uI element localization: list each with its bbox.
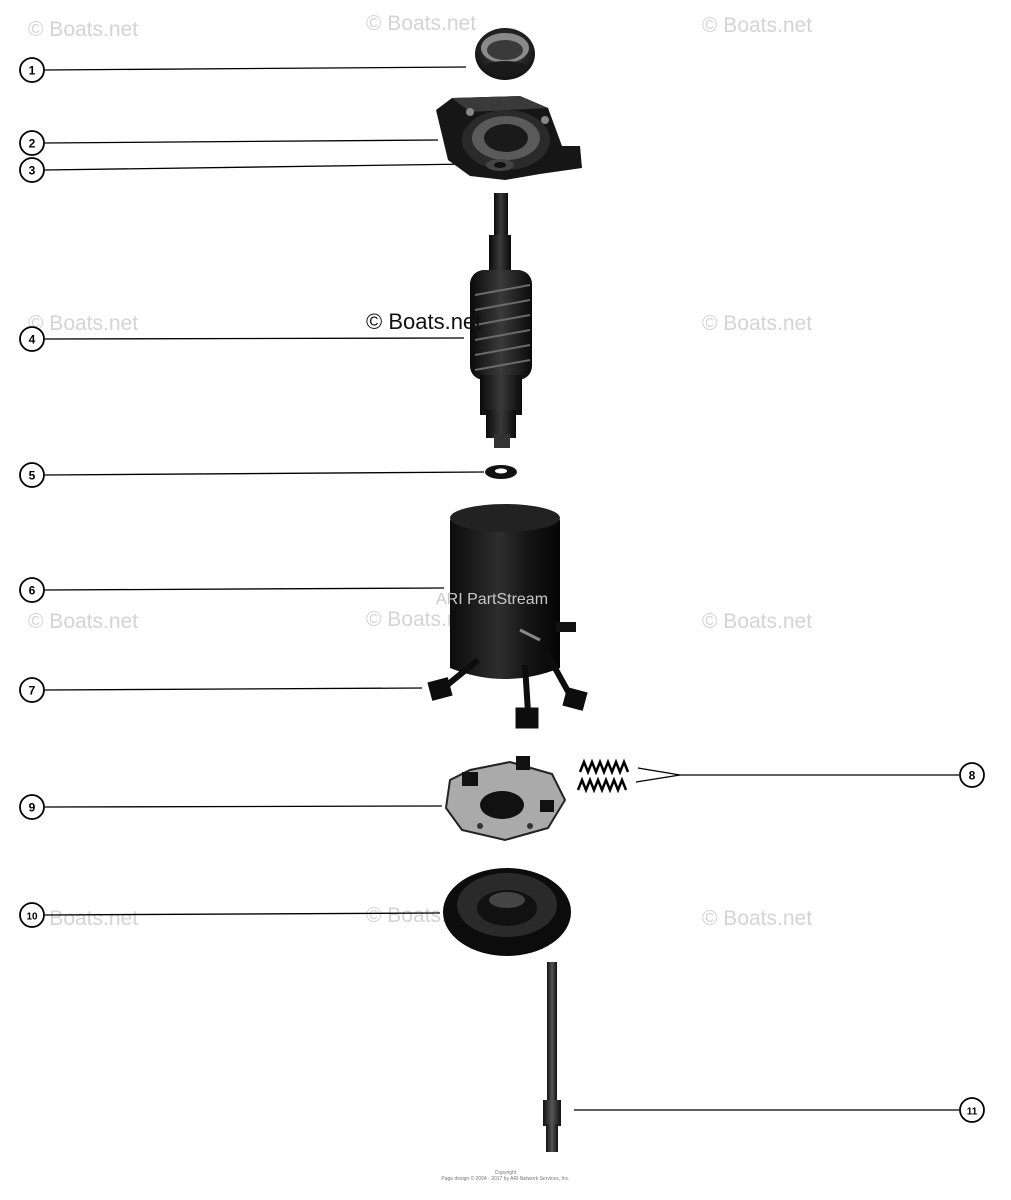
watermark: © Boats.net xyxy=(702,312,812,335)
watermark-layer: © Boats.net © Boats.net © Boats.net © Bo… xyxy=(28,12,812,930)
leader-lines xyxy=(44,66,959,1111)
callout-1[interactable]: 1 xyxy=(19,57,45,83)
leader-line-2 xyxy=(44,139,439,144)
part-10-end-cap[interactable] xyxy=(443,868,571,956)
callout-markers: 1 2 3 4 5 6 7 8 xyxy=(19,57,985,1123)
leader-line-1 xyxy=(44,66,467,71)
callout-3[interactable]: 3 xyxy=(19,157,45,183)
watermark: © Boats.net xyxy=(366,608,476,631)
leader-line-9 xyxy=(44,805,443,808)
callout-7[interactable]: 7 xyxy=(19,677,45,703)
part-4-armature[interactable] xyxy=(470,193,532,448)
leader-line-8a xyxy=(637,767,681,776)
leader-line-8b xyxy=(635,774,681,783)
part-11-through-bolt[interactable] xyxy=(543,962,561,1152)
callout-number: 5 xyxy=(29,469,36,483)
callout-number: 2 xyxy=(29,137,36,151)
callout-8[interactable]: 8 xyxy=(959,762,985,788)
callout-4[interactable]: 4 xyxy=(19,326,45,352)
watermark: © Boats.net xyxy=(28,610,138,633)
callout-number: 3 xyxy=(29,164,36,178)
callout-5[interactable]: 5 xyxy=(19,462,45,488)
watermark: © Boats.net xyxy=(702,907,812,930)
leader-line-6 xyxy=(44,587,445,591)
leader-line-10 xyxy=(44,912,441,916)
watermark-center: © Boats.net xyxy=(366,309,481,334)
callout-number: 1 xyxy=(29,64,36,78)
callout-6[interactable]: 6 xyxy=(19,577,45,603)
center-watermarks: © Boats.net ARI PartStream xyxy=(366,309,548,608)
leader-line-5 xyxy=(44,471,485,476)
leader-line-7 xyxy=(44,687,423,691)
part-1-bearing[interactable] xyxy=(475,28,535,80)
watermark: © Boats.net xyxy=(28,907,138,930)
part-3-thrust-washer[interactable] xyxy=(486,159,514,171)
leader-line-4 xyxy=(44,337,465,340)
callout-10[interactable]: 10 xyxy=(19,902,45,928)
callout-number: 11 xyxy=(967,1107,978,1118)
footer-page-design: Page design © 2004 - 2017 by ARI Network… xyxy=(441,1176,570,1182)
callout-11[interactable]: 11 xyxy=(959,1097,985,1123)
footer-copyright: Copyright xyxy=(494,1170,517,1176)
watermark: © Boats.net xyxy=(702,14,812,37)
callout-number: 10 xyxy=(26,912,38,923)
callout-9[interactable]: 9 xyxy=(19,794,45,820)
callout-number: 9 xyxy=(29,801,36,815)
watermark-partstream: ARI PartStream xyxy=(436,591,548,608)
watermark: © Boats.net xyxy=(366,12,476,35)
callout-number: 7 xyxy=(29,684,36,698)
callout-number: 4 xyxy=(29,333,36,347)
part-8-brush-springs[interactable] xyxy=(576,758,630,794)
part-2-end-cap[interactable] xyxy=(436,96,582,180)
watermark: © Boats.net xyxy=(28,18,138,41)
callout-number: 8 xyxy=(969,769,976,783)
watermark: © Boats.net xyxy=(28,312,138,335)
watermark: © Boats.net xyxy=(702,610,812,633)
part-5-washer[interactable] xyxy=(485,465,517,479)
part-9-brush-plate[interactable] xyxy=(444,756,567,842)
part-7-brush-leads[interactable] xyxy=(427,628,588,729)
callout-2[interactable]: 2 xyxy=(19,130,45,156)
callout-number: 6 xyxy=(29,584,36,598)
leader-line-3 xyxy=(44,163,473,171)
